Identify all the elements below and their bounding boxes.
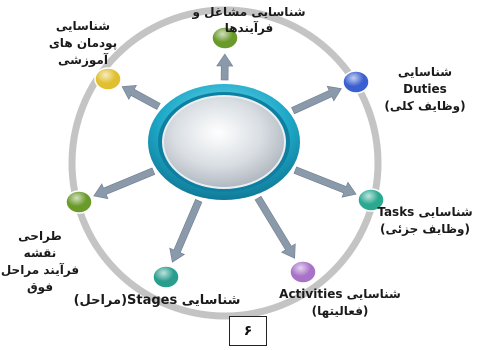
label-process-map: طراحی نقشه فرآیند مراحل فوق <box>0 228 80 296</box>
label-tasks: شناسایی Tasks (وظایف جزئی) <box>370 204 480 238</box>
label-line: (وظایف جزئی) <box>380 222 470 236</box>
label-line: طراحی نقشه <box>18 229 62 260</box>
label-line: شناسایی <box>55 19 111 33</box>
center-disc <box>162 95 286 189</box>
label-line: شناسایی Tasks <box>377 205 473 219</box>
label-line: شناسایی <box>397 65 453 79</box>
node-dots-group <box>65 26 385 289</box>
label-line: (فعالیتها) <box>311 304 369 318</box>
label-line: شناسایی Activities <box>279 287 401 301</box>
label-activities: شناسایی Activities (فعالیتها) <box>270 286 410 320</box>
label-line: فوق <box>26 280 54 294</box>
arrow-modules <box>121 84 161 110</box>
label-duties: شناسایی Duties (وظایف کلی) <box>370 64 480 115</box>
page-number: ۶ <box>243 323 253 339</box>
arrow-process-map <box>93 167 156 200</box>
node-dot-shine-modules <box>96 69 120 89</box>
arrow-stages <box>169 199 203 263</box>
arrow-tasks <box>293 166 357 198</box>
arrow-occupation <box>216 53 234 81</box>
label-occupation: شناسایی مشاغل و فرآیندها <box>174 4 324 36</box>
node-dot-shine-tasks <box>359 190 383 210</box>
node-dot-shine-stages <box>154 267 178 287</box>
label-line: آموزشی <box>58 53 108 67</box>
label-modules: شناسایی پودمان های آموزشی <box>38 18 128 69</box>
label-line: (وظایف کلی) <box>384 99 466 113</box>
arrow-activities <box>254 195 296 259</box>
label-line: Duties <box>403 82 447 96</box>
label-line: فرآیند مراحل <box>0 263 80 277</box>
node-dot-shine-occupation <box>213 28 237 48</box>
label-stages: شناسایی Stages(مراحل) <box>62 292 252 310</box>
node-dot-shine-activities <box>291 262 315 282</box>
arrow-duties <box>291 85 342 115</box>
label-line: شناسایی مشاغل و <box>192 5 306 19</box>
label-line: فرآیندها <box>224 21 274 35</box>
label-line: شناسایی Stages(مراحل) <box>73 293 241 308</box>
page-number-box: ۶ <box>229 316 267 346</box>
arrows-group <box>93 53 357 263</box>
node-dot-shine-duties <box>344 72 368 92</box>
label-line: پودمان های <box>48 36 118 50</box>
outer-ring <box>68 6 382 320</box>
node-dot-shine-process-map <box>67 192 91 212</box>
